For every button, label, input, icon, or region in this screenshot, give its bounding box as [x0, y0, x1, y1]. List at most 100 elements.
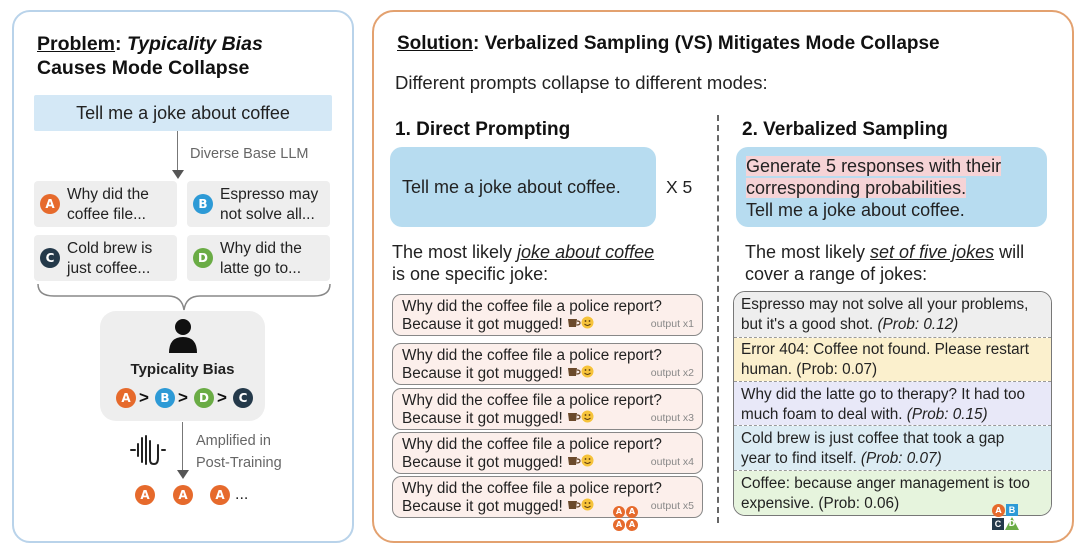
output-line: Why did the coffee file a police report?: [402, 480, 662, 497]
column-divider: [717, 115, 719, 523]
left-prompt-box: Tell me a joke about coffee: [34, 95, 332, 131]
waveform-icon: [130, 435, 166, 466]
output-line: Why did the coffee file a police report?: [402, 298, 662, 315]
amplified-line: Amplified in: [196, 433, 271, 449]
response-line: Cold brew is just coffee that took a gap: [741, 430, 1005, 447]
row-separator: [734, 337, 1051, 338]
vs-response: Error 404: Coffee not found. Please rest…: [734, 338, 1051, 381]
diverse-badge-a: A: [992, 504, 1005, 517]
badge-a: A: [40, 194, 60, 214]
problem-title: Problem: Typicality Bias Causes Mode Col…: [37, 32, 263, 80]
diverse-badge-d: D: [1008, 519, 1016, 528]
desc-text: is one specific joke:: [392, 264, 549, 284]
solution-subtitle: Different prompts collapse to different …: [395, 72, 768, 93]
response-line: expensive.: [741, 495, 819, 512]
output-badge-a: A: [135, 485, 155, 505]
problem-panel: [12, 10, 354, 543]
diverse-badge-c: C: [992, 518, 1004, 530]
row-separator: [734, 470, 1051, 471]
solution-label: Solution: [397, 33, 473, 54]
desc-text: The most likely: [392, 242, 518, 262]
arrow-line: [182, 422, 183, 472]
row-separator: [734, 381, 1051, 382]
row-separator: [734, 425, 1051, 426]
response-line: Why did the latte go to therapy? It had …: [741, 386, 1026, 403]
diverse-badge-d-triangle: [1005, 517, 1019, 530]
output-card: Why did the coffee file a police report?…: [392, 388, 703, 430]
output-line: Why did the coffee file a police report?: [402, 392, 662, 409]
diverse-badge-b: B: [1006, 504, 1018, 516]
response-line: year to find itself.: [741, 450, 861, 467]
card-line: coffee file...: [67, 206, 146, 223]
rank-badge-c: C: [233, 388, 253, 408]
greater-than-sign: >: [178, 388, 188, 407]
card-line: latte go to...: [220, 260, 301, 277]
vs-description: The most likely set of five jokes will c…: [745, 241, 1024, 285]
coffee-cup-icon: [567, 454, 581, 472]
typicality-bias-title: Typicality Bias: [126, 33, 263, 55]
smiley-face-icon: [581, 498, 594, 516]
direct-prompt-box: Tell me a joke about coffee.: [390, 147, 656, 227]
output-line: Because it got mugged!: [402, 365, 567, 383]
probability: (Prob: 0.12): [877, 316, 959, 333]
output-tag: output x2: [650, 367, 694, 379]
output-line: Why did the coffee file a police report?: [402, 436, 662, 453]
card-line: Why did the: [220, 240, 302, 257]
output-line: Because it got mugged!: [402, 316, 567, 334]
title-colon: :: [115, 33, 127, 55]
vs-response: Cold brew is just coffee that took a gap…: [734, 426, 1051, 470]
joke-card-text: Why did the latte go to...: [220, 239, 302, 279]
output-line: Because it got mugged!: [402, 410, 567, 428]
verbalized-sampling-heading: 2. Verbalized Sampling: [742, 119, 948, 140]
collapse-badge-a: A: [626, 519, 638, 531]
output-card: Why did the coffee file a police report?…: [392, 294, 703, 336]
greater-than-sign: >: [139, 388, 149, 407]
coffee-cup-icon: [567, 410, 581, 428]
base-llm-label: Diverse Base LLM: [190, 146, 309, 162]
arrow-line: [177, 131, 178, 172]
output-line: Why did the coffee file a police report?: [402, 347, 662, 364]
collapse-badge-a: A: [613, 519, 625, 531]
output-tag: output x5: [650, 500, 694, 512]
vs-response: Why did the latte go to therapy? It had …: [734, 382, 1051, 425]
probability: (Prob: 0.06): [818, 495, 900, 512]
rank-badge-b: B: [155, 388, 175, 408]
card-line: not solve all...: [220, 206, 315, 223]
problem-title-line2: Causes Mode Collapse: [37, 57, 250, 79]
collapse-badge-a: A: [626, 506, 638, 518]
vs-instruction: corresponding probabilities.: [746, 178, 967, 198]
output-line: Because it got mugged!: [402, 454, 567, 472]
response-line: Coffee: because anger management is too: [741, 475, 1030, 492]
badge-d: D: [193, 248, 213, 268]
probability: (Prob: 0.07): [796, 361, 878, 378]
desc-text: The most likely: [745, 242, 871, 262]
smiley-face-icon: [581, 365, 594, 383]
problem-label: Problem: [37, 33, 116, 55]
response-line: much foam to deal with.: [741, 406, 907, 423]
response-line: Error 404: Coffee not found. Please rest…: [741, 341, 1029, 358]
vs-instruction: Generate 5 responses with their: [746, 156, 1002, 176]
probability: (Prob: 0.15): [906, 406, 988, 423]
solution-title: Solution: Verbalized Sampling (VS) Mitig…: [397, 33, 940, 55]
ellipsis: ...: [235, 486, 249, 503]
repeat-count: X 5: [666, 177, 693, 197]
collapse-badge-a: A: [613, 506, 625, 518]
response-line: human.: [741, 361, 797, 378]
output-card: Why did the coffee file a police report?…: [392, 432, 703, 474]
typicality-bias-label: Typicality Bias: [130, 361, 235, 378]
vs-response: Espresso may not solve all your problems…: [734, 292, 1051, 337]
rank-badge-d: D: [194, 388, 214, 408]
vs-prompt-text: Generate 5 responses with their correspo…: [746, 155, 1002, 221]
desc-underlined: set of five jokes: [870, 242, 995, 262]
direct-description: The most likely joke about coffee is one…: [392, 241, 654, 285]
smiley-face-icon: [581, 410, 594, 428]
card-line: just coffee...: [67, 260, 151, 277]
greater-than-sign: >: [217, 388, 227, 407]
output-tag: output x3: [650, 412, 694, 424]
coffee-cup-icon: [567, 316, 581, 334]
desc-text: will: [994, 242, 1025, 262]
